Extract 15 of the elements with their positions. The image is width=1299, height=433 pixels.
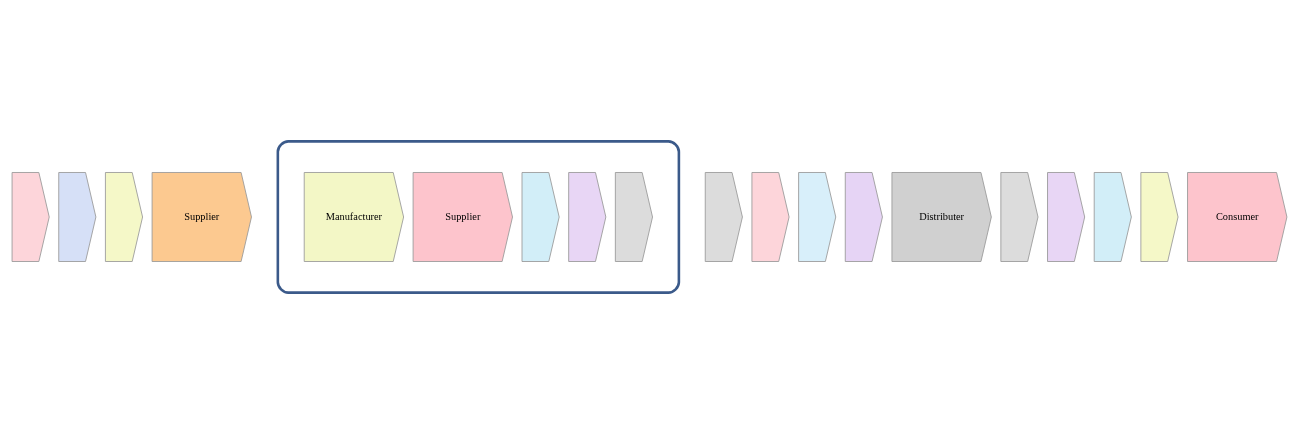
node-pentagon	[568, 171, 607, 262]
node-pentagon	[844, 171, 883, 262]
node-pentagon	[521, 171, 560, 262]
node-pentagon	[1140, 171, 1179, 262]
node-pentagon	[614, 171, 653, 262]
node-pentagon	[58, 171, 97, 262]
node-pentagon	[11, 171, 50, 262]
node-pentagon	[1093, 171, 1132, 262]
node-pentagon	[1000, 171, 1039, 262]
node-pentagon	[104, 171, 143, 262]
node-pentagon	[751, 171, 790, 262]
cluster	[276, 139, 681, 294]
node-pentagon	[704, 171, 743, 262]
node-pentagon	[798, 171, 837, 262]
node-pentagon	[1047, 171, 1086, 262]
